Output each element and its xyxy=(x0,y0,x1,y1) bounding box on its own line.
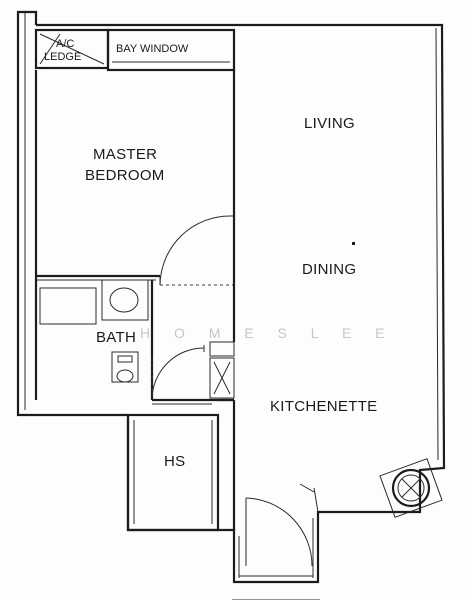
master-bedroom-label-1: MASTER xyxy=(93,146,157,163)
bay-window: BAY WINDOW xyxy=(106,28,236,72)
entrance-door xyxy=(245,483,319,567)
living-label: LIVING xyxy=(304,115,355,132)
bath-door-swing xyxy=(151,347,205,401)
shelving xyxy=(209,285,236,399)
outer-walls xyxy=(16,10,446,584)
hs-label: HS xyxy=(164,453,185,470)
bath: BATH xyxy=(34,276,205,401)
bedroom-door-swing xyxy=(159,215,231,286)
ac-ledge: A/C LEDGE xyxy=(34,28,110,70)
ac-ledge-label-2: LEDGE xyxy=(44,51,81,63)
basin-icon xyxy=(109,287,139,313)
heater-icon xyxy=(391,468,431,508)
ac-ledge-label-1: A/C xyxy=(56,38,74,50)
household-shelter: HS xyxy=(126,398,236,532)
kitchenette-label: KITCHENETTE xyxy=(270,398,377,415)
small-marks xyxy=(232,242,355,600)
entrance-door-swing xyxy=(245,497,313,567)
dining-label: DINING xyxy=(302,261,356,278)
bay-window-label: BAY WINDOW xyxy=(116,43,189,55)
toilet-icon xyxy=(116,369,134,383)
heater-fixture xyxy=(379,458,443,518)
bath-label: BATH xyxy=(96,329,136,346)
watermark: H O M E S L E E xyxy=(140,325,395,341)
master-bedroom-label-2: BEDROOM xyxy=(85,167,165,184)
